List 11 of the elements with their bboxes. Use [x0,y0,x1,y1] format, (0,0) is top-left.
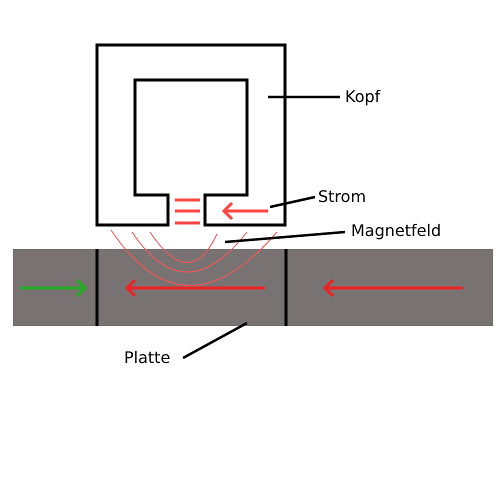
current-arrow [222,202,270,220]
leader-line [224,230,346,244]
field-lines [110,230,278,286]
part-label: Magnetfeld [351,221,442,240]
part-label: Strom [318,187,366,206]
platter [13,248,493,328]
leader-line [182,322,248,360]
part-label: Kopf [345,87,380,106]
leader-line [268,96,340,98]
magnetic-head-drawing [96,44,286,226]
part-label: Platte [124,348,170,368]
